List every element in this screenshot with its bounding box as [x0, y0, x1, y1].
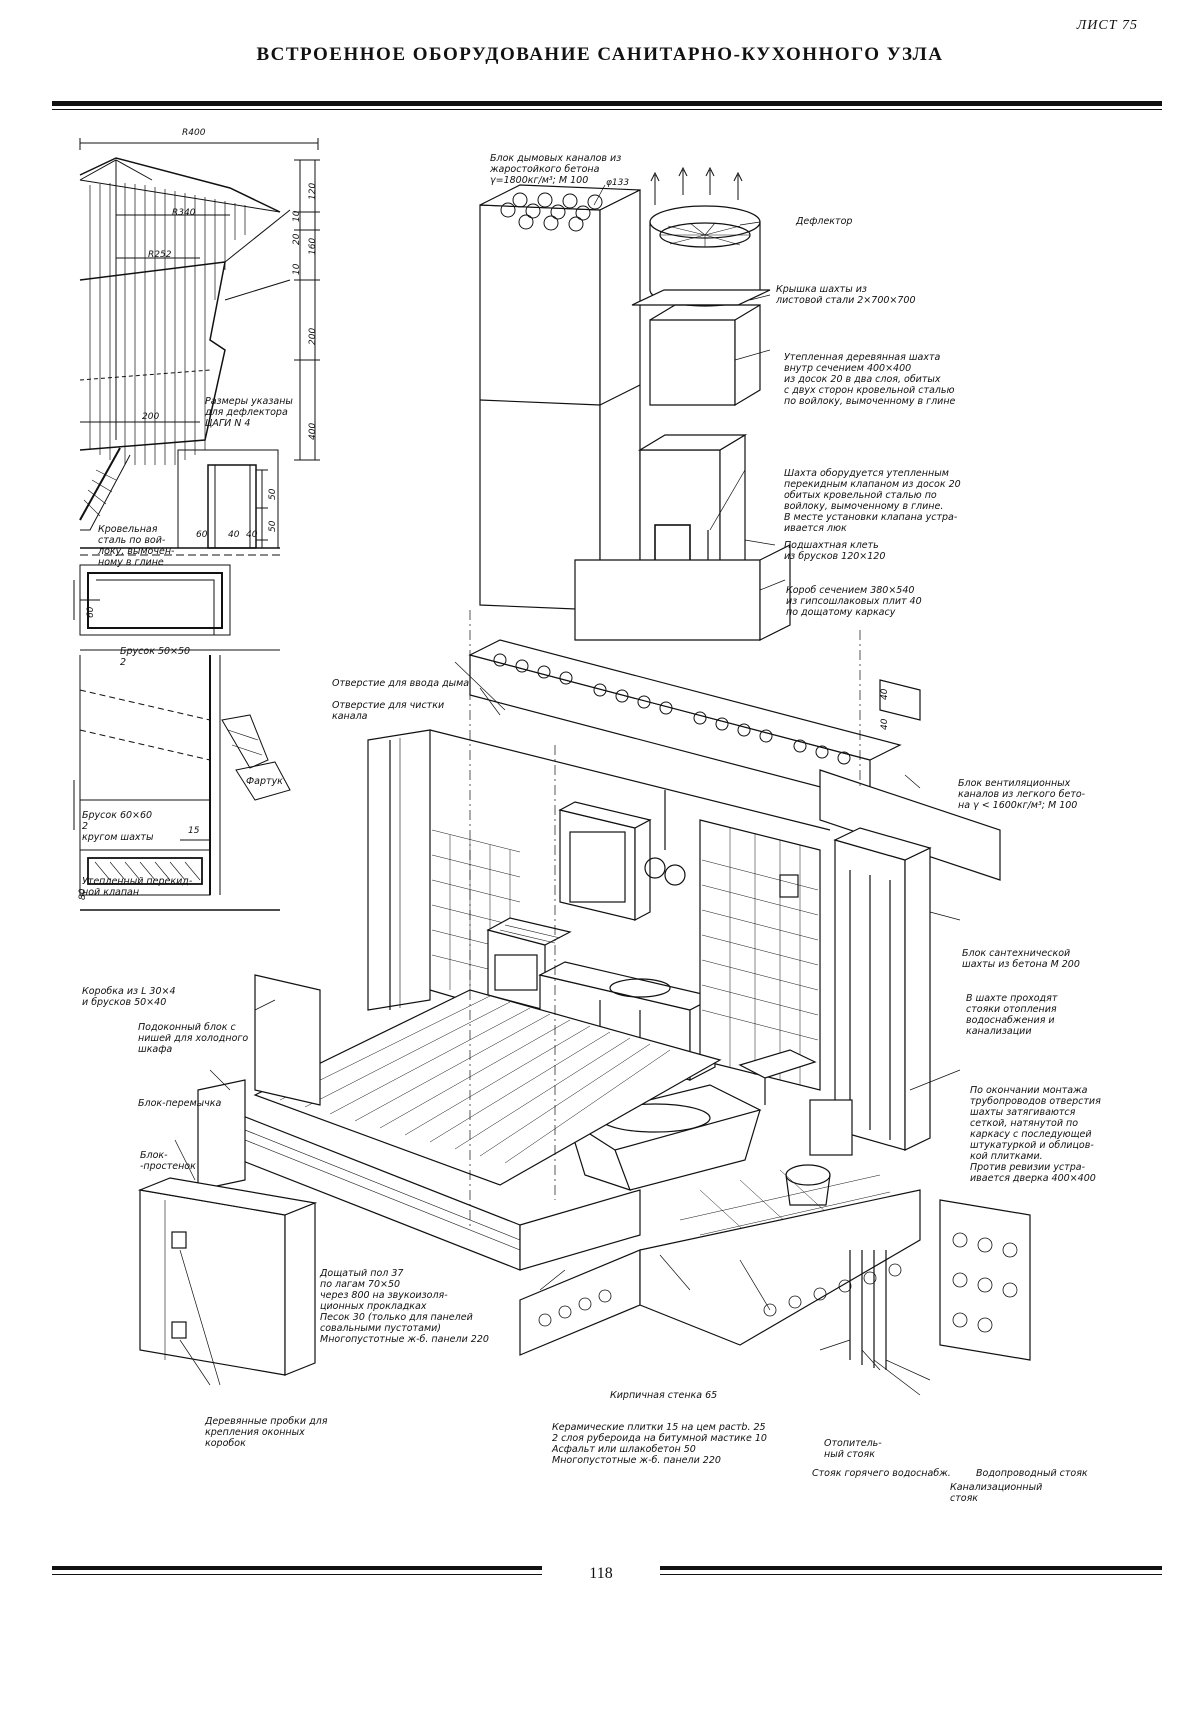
label-brick-wall: Кирпичная стенка 65 [610, 1390, 717, 1401]
label-vent-block: Блок вентиляционных каналов из легкого б… [958, 778, 1085, 811]
dim-120: 120 [308, 183, 318, 200]
label-floor-layers: Дощатый пол 37 по лагам 70×50 через 800 … [320, 1268, 489, 1345]
bottom-rule-left-thin [52, 1574, 542, 1575]
label-box: Короб сечением 380×540 из гипсошлаковых … [786, 585, 922, 618]
label-smoke-inlet: Отверстие для ввода дыма [332, 678, 469, 689]
dim-10a: 10 [292, 211, 302, 222]
label-water-riser: Водопроводный стояк [976, 1468, 1088, 1479]
label-sanitary-shaft-block: Блок сантехнической шахты из бетона М 20… [962, 948, 1080, 970]
label-brusok-50: Брусок 50×50 2 [120, 646, 190, 668]
label-deflector: Дефлектор [796, 216, 852, 227]
label-brusok-60: Брусок 60×60 2 кругом шахты [82, 810, 154, 843]
dim-40b: 40 [246, 530, 257, 540]
dim-40c: 40 [880, 689, 890, 700]
label-sill-block: Подоконный блок с нишей для холодного шк… [138, 1022, 248, 1055]
page-number: 118 [556, 1565, 646, 1583]
bottom-rule-right-thin [660, 1574, 1162, 1575]
dim-400: 400 [308, 423, 318, 440]
label-shaft-cage: Подшахтная клеть из брусков 120×120 [784, 540, 885, 562]
dim-r340: R340 [172, 208, 195, 218]
dim-200-vertical: 200 [308, 328, 318, 345]
bottom-rule-left [52, 1566, 542, 1570]
dim-160: 160 [308, 238, 318, 255]
dim-r252: R252 [148, 250, 171, 260]
label-sewer-riser: Канализационный стояк [950, 1482, 1042, 1504]
dim-20: 20 [292, 234, 302, 245]
label-shaft-cover: Крышка шахты из листовой стали 2×700×700 [776, 284, 916, 306]
dim-15: 15 [188, 826, 199, 836]
dim-200: 200 [142, 412, 159, 422]
label-korobka: Коробка из L 30×4 и брусков 50×40 [82, 986, 176, 1008]
label-fartuk: Фартук [246, 776, 283, 787]
dim-50b: 50 [268, 521, 278, 532]
label-lintel-block: Блок-перемычка [138, 1098, 221, 1109]
label-deflector-dimensions: Размеры указаны для дефлектора ЦАГИ N 4 [205, 396, 293, 429]
label-pier-block: Блок- -простенок [140, 1150, 196, 1172]
dim-50a: 50 [268, 489, 278, 500]
label-hot-water-riser: Стояк горячего водоснабж. [812, 1468, 951, 1479]
dim-40a: 40 [228, 530, 239, 540]
dim-40d: 40 [880, 719, 890, 730]
label-installation-note: По окончании монтажа трубопроводов отвер… [970, 1085, 1101, 1184]
dim-60-vertical: 60 [86, 607, 96, 618]
dim-10b: 10 [292, 264, 302, 275]
label-wooden-shaft: Утепленная деревянная шахта внутр сечени… [784, 352, 955, 407]
label-tile-layers: Керамические плитки 15 на цем растb. 25 … [552, 1422, 767, 1466]
label-risers-note: В шахте проходят стояки отопления водосн… [966, 993, 1057, 1037]
dim-60-horizontal: 60 [196, 530, 207, 540]
label-insulated-valve: Утепленный перекид- ной клапан [82, 876, 192, 898]
label-cleanout: Отверстие для чистки канала [332, 700, 444, 722]
label-heating-riser: Отопитель- ный стояк [824, 1438, 882, 1460]
label-roof-steel: Кровельная сталь по вой- локу, вымочен- … [98, 524, 174, 568]
bottom-rule-right [660, 1566, 1162, 1570]
dim-r400: R400 [182, 128, 205, 138]
label-shaft-valve: Шахта оборудуется утепленным перекидным … [784, 468, 961, 534]
label-smoke-channel-block: Блок дымовых каналов из жаростойкого бет… [490, 153, 621, 186]
label-wooden-plugs: Деревянные пробки для крепления оконных … [205, 1416, 327, 1449]
